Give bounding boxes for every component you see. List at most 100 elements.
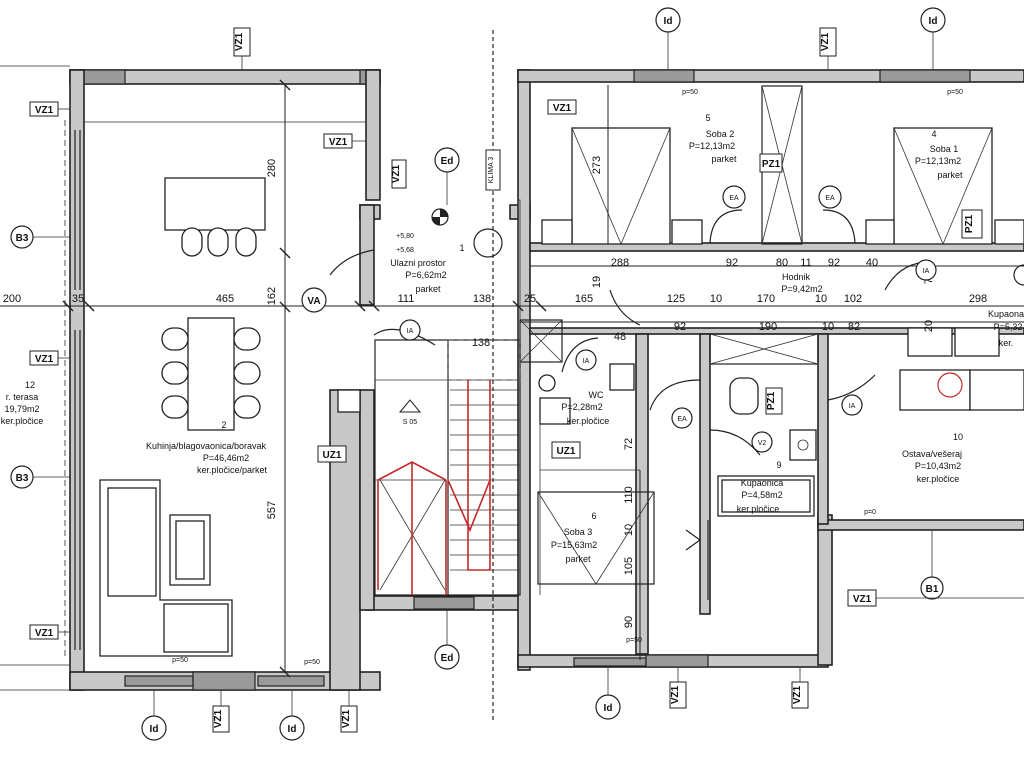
tag-vz1-bottom-3: VZ1: [669, 681, 687, 709]
tag-vz1-bottom-4: VZ1: [791, 681, 809, 709]
entry-door-swing: [329, 249, 375, 276]
room-r2: 2 Kuhinja/blagovaonica/boravak P=46,46m2…: [146, 420, 268, 475]
svg-text:10: 10: [623, 524, 635, 536]
svg-text:PZ1: PZ1: [762, 159, 781, 170]
svg-text:35: 35: [72, 293, 84, 305]
marker-b1: B1: [920, 576, 944, 600]
soba2-wardrobe: [541, 127, 703, 245]
svg-text:Hodnik: Hodnik: [782, 272, 811, 282]
svg-text:10: 10: [953, 432, 963, 442]
svg-text:EA: EA: [677, 416, 687, 423]
tag-vz1-top-mid: VZ1: [819, 27, 837, 57]
svg-text:72: 72: [623, 438, 635, 450]
svg-text:p=50: p=50: [682, 89, 698, 96]
svg-text:VZ1: VZ1: [391, 164, 402, 183]
svg-text:ker.pločice: ker.pločice: [917, 474, 960, 484]
svg-text:1: 1: [459, 243, 464, 253]
tag-vz1-entry: VZ1: [391, 159, 407, 189]
svg-text:IA: IA: [923, 268, 930, 275]
svg-text:P=6,62m2: P=6,62m2: [405, 270, 446, 280]
svg-text:P=9,42m2: P=9,42m2: [781, 284, 822, 294]
svg-text:p=50: p=50: [626, 637, 642, 644]
svg-text:S 05: S 05: [403, 419, 418, 426]
svg-text:298: 298: [969, 293, 987, 305]
svg-text:p=0: p=0: [864, 509, 876, 516]
tag-pz1-soba1: PZ1: [961, 209, 983, 239]
svg-text:9: 9: [776, 460, 781, 470]
svg-text:125: 125: [667, 293, 685, 305]
svg-text:20: 20: [923, 320, 935, 332]
svg-text:165: 165: [575, 293, 593, 305]
svg-text:P=46,46m2: P=46,46m2: [203, 453, 249, 463]
svg-text:190: 190: [759, 321, 777, 333]
soba1-wardrobe: [865, 127, 1024, 245]
svg-text:80: 80: [776, 257, 788, 269]
svg-text:105: 105: [623, 557, 635, 575]
svg-text:19: 19: [591, 276, 603, 288]
tag-uz1-stair: UZ1: [317, 445, 347, 463]
marker-ea-1: EA: [722, 185, 746, 209]
svg-text:P=15,63m2: P=15,63m2: [551, 540, 597, 550]
room-r6: 6 Soba 3 P=15,63m2 parket: [551, 511, 597, 564]
svg-text:VZ1: VZ1: [35, 628, 54, 639]
svg-text:170: 170: [757, 293, 775, 305]
svg-text:P=4,58m2: P=4,58m2: [741, 490, 782, 500]
svg-text:138: 138: [472, 337, 490, 349]
svg-text:Id: Id: [150, 724, 159, 735]
svg-text:Kuhinja/blagovaonica/boravak: Kuhinja/blagovaonica/boravak: [146, 441, 267, 451]
tag-vz1-left-2: VZ1: [29, 350, 59, 366]
svg-text:Id: Id: [664, 16, 673, 27]
svg-text:VZ1: VZ1: [553, 103, 572, 114]
tag-vz1-living: VZ1: [323, 133, 353, 149]
tag-vz1-bottom-2: VZ1: [340, 705, 358, 733]
stair: [374, 339, 521, 596]
svg-text:Id: Id: [604, 703, 613, 714]
dim-labels: 200 35 465 111 138 138 25 165 125 10 170…: [3, 156, 987, 628]
svg-text:VZ1: VZ1: [853, 594, 872, 605]
svg-text:+5,80: +5,80: [396, 233, 414, 240]
svg-text:92: 92: [828, 257, 840, 269]
svg-text:110: 110: [623, 486, 635, 504]
bath-fixtures: [337, 264, 1024, 517]
svg-text:IA: IA: [407, 328, 414, 335]
svg-text:Soba 3: Soba 3: [564, 527, 593, 537]
svg-text:102: 102: [844, 293, 862, 305]
svg-text:ker.pločice/parket: ker.pločice/parket: [197, 465, 268, 475]
svg-text:273: 273: [591, 156, 603, 174]
svg-text:Soba 2: Soba 2: [706, 129, 735, 139]
marker-b3-2: B3: [10, 465, 34, 489]
stair-label: S 05: [403, 419, 418, 426]
svg-text:Ulazni prostor: Ulazni prostor: [390, 258, 446, 268]
svg-text:p=50: p=50: [172, 657, 188, 664]
svg-text:VZ1: VZ1: [35, 105, 54, 116]
svg-text:PZ1: PZ1: [964, 214, 975, 233]
soba3-furniture: [537, 491, 709, 600]
svg-text:VZ1: VZ1: [234, 32, 245, 51]
tag-pz1-closet: PZ1: [759, 153, 783, 173]
svg-text:B3: B3: [16, 233, 29, 244]
tag-vz1-left-1: VZ1: [29, 101, 59, 117]
svg-text:10: 10: [822, 321, 834, 333]
svg-text:12: 12: [25, 380, 35, 390]
svg-text:VZ1: VZ1: [792, 685, 803, 704]
room-r12: 12 r. terasa 19,79m2 ker.pločice: [1, 380, 44, 426]
svg-text:VZ1: VZ1: [820, 32, 831, 51]
marker-ed-top: Ed: [434, 147, 460, 173]
svg-text:19,79m2: 19,79m2: [4, 404, 39, 414]
svg-text:Id: Id: [288, 724, 297, 735]
room-r4: 4 Soba 1 P=12,13m2 parket: [915, 129, 963, 180]
svg-text:ker.pločice: ker.pločice: [737, 504, 780, 514]
tag-vz1-bottom-1: VZ1: [212, 705, 230, 733]
svg-text:557: 557: [266, 501, 278, 519]
svg-text:ker.pločice: ker.pločice: [1, 416, 44, 426]
marker-v2: V2: [751, 431, 773, 453]
svg-text:200: 200: [3, 293, 21, 305]
marker-leaders: [33, 32, 1024, 716]
svg-text:465: 465: [216, 293, 234, 305]
svg-text:ker.: ker.: [999, 338, 1014, 348]
svg-text:EA: EA: [825, 195, 835, 202]
svg-text:5: 5: [705, 113, 710, 123]
svg-text:111: 111: [398, 293, 415, 305]
tag-vz1-right: VZ1: [847, 589, 877, 607]
marker-ea-2: EA: [818, 185, 842, 209]
